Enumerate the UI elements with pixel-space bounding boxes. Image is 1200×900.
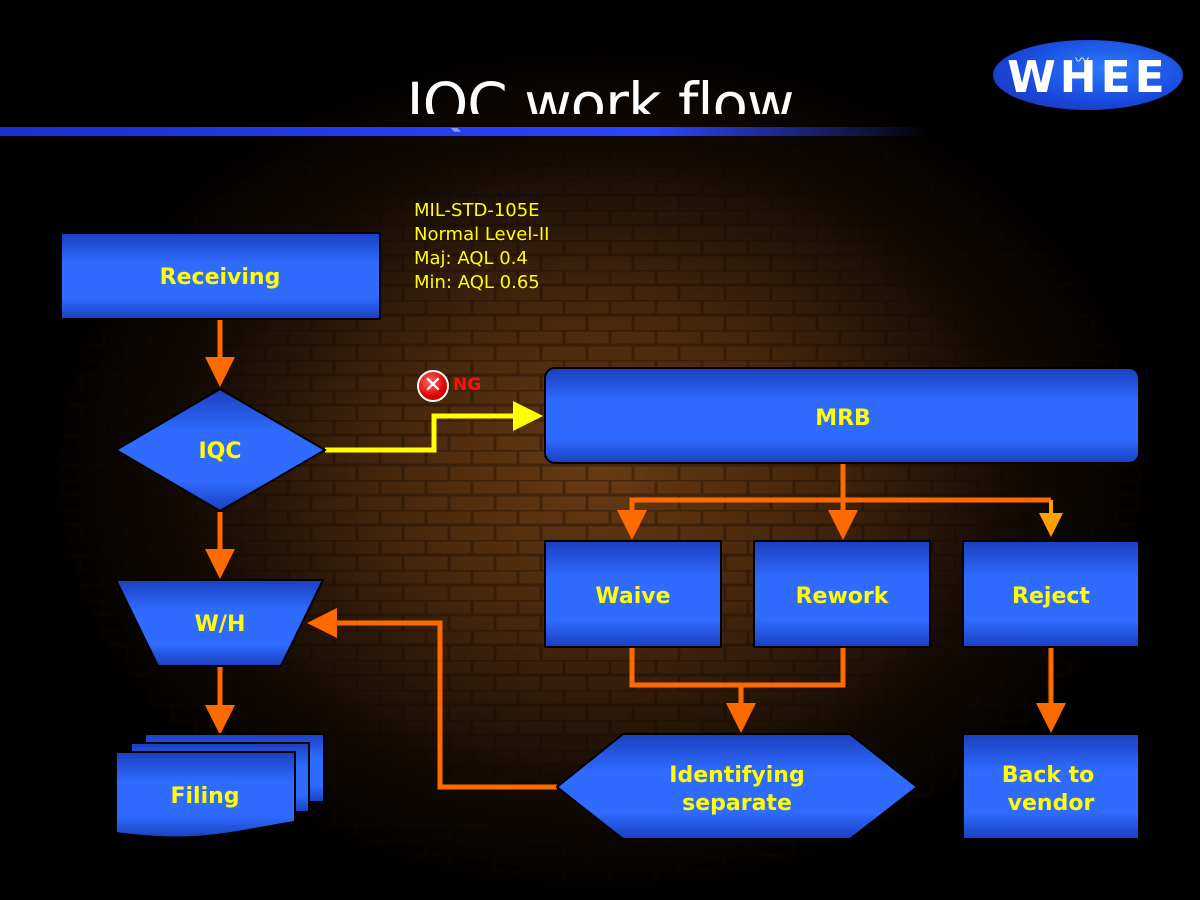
title-bar [0,127,930,136]
node-label: separate [682,791,792,816]
node-back-to-vendor[interactable]: Back to vendor [962,733,1140,840]
node-label: Rework [796,584,890,609]
note-line: Normal Level-II [414,224,550,245]
node-mrb[interactable]: MRB [544,367,1140,464]
node-label: vendor [1008,791,1095,816]
arrow-iqc-ng-to-mrb [325,401,543,453]
node-wh[interactable]: W/H [114,579,325,667]
node-label: MRB [815,406,871,431]
node-receiving[interactable]: Receiving [60,232,381,320]
node-reject[interactable]: Reject [962,540,1140,648]
logo-text: WHEE [1007,51,1169,103]
node-waive[interactable]: Waive [544,540,722,648]
node-label: Filing [170,784,239,809]
arrow-waive-rework-merge [629,647,846,688]
note-line: Min: AQL 0.65 [414,272,540,293]
error-x-icon: ✕ [417,370,449,402]
page-title-reflection: IQC work flow [0,128,1200,138]
whee-logo: 〰 WHEE [993,40,1183,110]
arrow-mrb-to-waive [617,497,1051,540]
node-label: Back to [1002,763,1095,788]
node-filing[interactable]: Filing [115,733,325,839]
node-identifying-separate[interactable]: Identifying separate [555,733,919,840]
bird-icon: 〰 [1075,53,1089,69]
node-label: Identifying [669,763,804,788]
node-label: Reject [1012,584,1090,609]
node-iqc[interactable]: IQC [114,387,327,513]
ng-indicator: ✕ NG [417,370,481,402]
page-title: IQC work flow [406,70,795,138]
node-label: Waive [595,584,670,609]
node-label: W/H [195,612,246,637]
arrow-identifying-to-wh [307,608,557,790]
node-label: IQC [198,439,241,464]
note-line: MIL-STD-105E [414,200,540,221]
sampling-notes: MIL-STD-105E Normal Level-II Maj: AQL 0.… [414,199,549,295]
note-line: Maj: AQL 0.4 [414,248,528,269]
ng-label: NG [453,375,482,395]
node-label: Receiving [160,265,281,290]
node-rework[interactable]: Rework [753,540,931,648]
